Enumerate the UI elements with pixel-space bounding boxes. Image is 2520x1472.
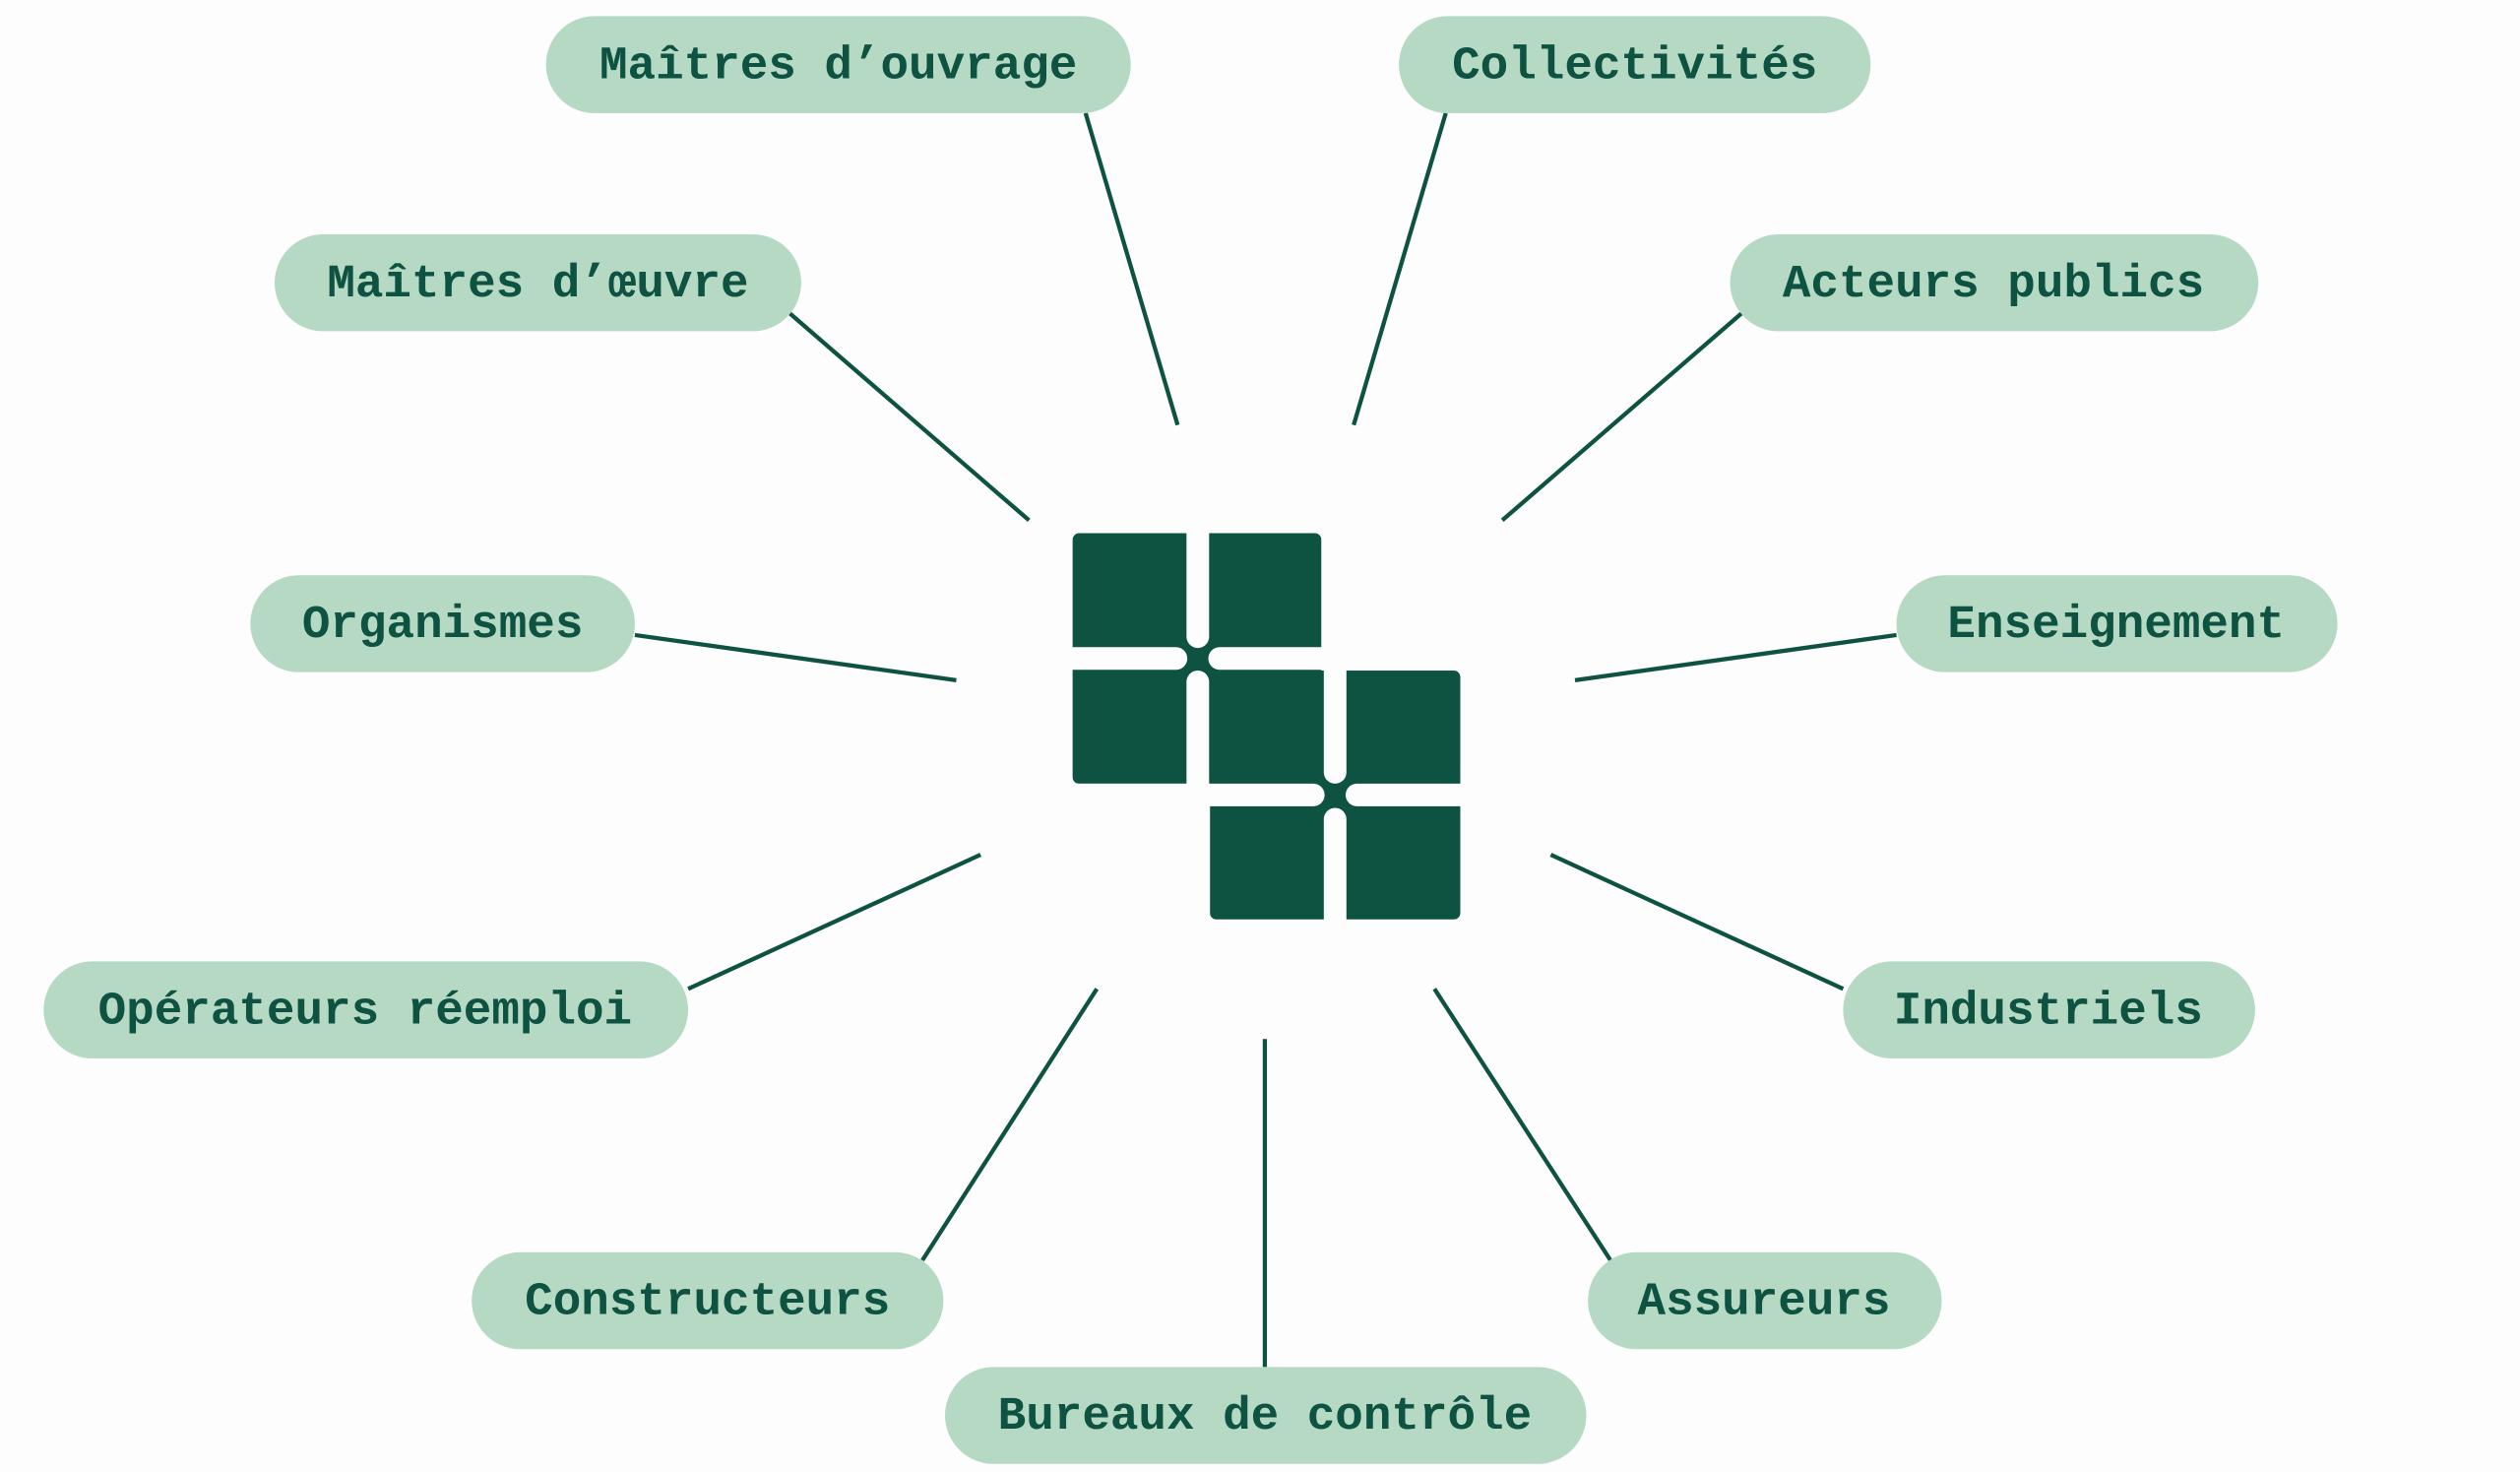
connector-maitres-ouvrage <box>1083 112 1180 426</box>
puzzle-grid-logo-icon <box>1039 505 1490 949</box>
node-acteurs-publics: Acteurs publics <box>1730 233 2259 332</box>
node-bureaux-controle: Bureaux de contrôle <box>945 1367 1587 1464</box>
node-operateurs-reemploi: Opérateurs réemploi <box>43 961 689 1058</box>
node-label: Organismes <box>302 599 584 652</box>
connector-industriels <box>1549 853 1845 992</box>
node-label: Constructeurs <box>525 1276 890 1329</box>
node-constructeurs: Constructeurs <box>472 1251 944 1350</box>
node-assureurs: Assureurs <box>1588 1251 1942 1350</box>
connector-maitres-oeuvre <box>788 311 1031 523</box>
node-label: Opérateurs réemploi <box>98 985 632 1038</box>
connector-collectivites <box>1352 112 1448 426</box>
connector-enseignement <box>1574 632 1897 682</box>
connector-operateurs-reemploi <box>687 853 981 992</box>
connectors <box>634 112 1897 1368</box>
node-label: Maîtres d’œuvre <box>327 258 748 311</box>
node-label: Bureaux de contrôle <box>998 1390 1532 1443</box>
node-label: Assureurs <box>1638 1276 1891 1329</box>
node-organismes: Organismes <box>250 575 635 672</box>
node-industriels: Industriels <box>1843 961 2255 1058</box>
node-label: Enseignement <box>1947 599 2285 652</box>
node-label: Collectivités <box>1452 39 1817 93</box>
connector-constructeurs <box>920 988 1100 1262</box>
node-label: Acteurs publics <box>1783 258 2204 311</box>
connector-acteurs-publics <box>1500 311 1743 523</box>
node-collectivites: Collectivités <box>1399 16 1871 113</box>
node-enseignement: Enseignement <box>1896 575 2338 672</box>
node-label: Industriels <box>1894 985 2203 1038</box>
connector-assureurs <box>1432 988 1612 1262</box>
node-maitres-ouvrage: Maîtres d’ouvrage <box>545 16 1131 113</box>
node-label: Maîtres d’ouvrage <box>599 39 1077 93</box>
connector-organismes <box>634 632 957 682</box>
node-maitres-oeuvre: Maîtres d’œuvre <box>274 233 801 332</box>
